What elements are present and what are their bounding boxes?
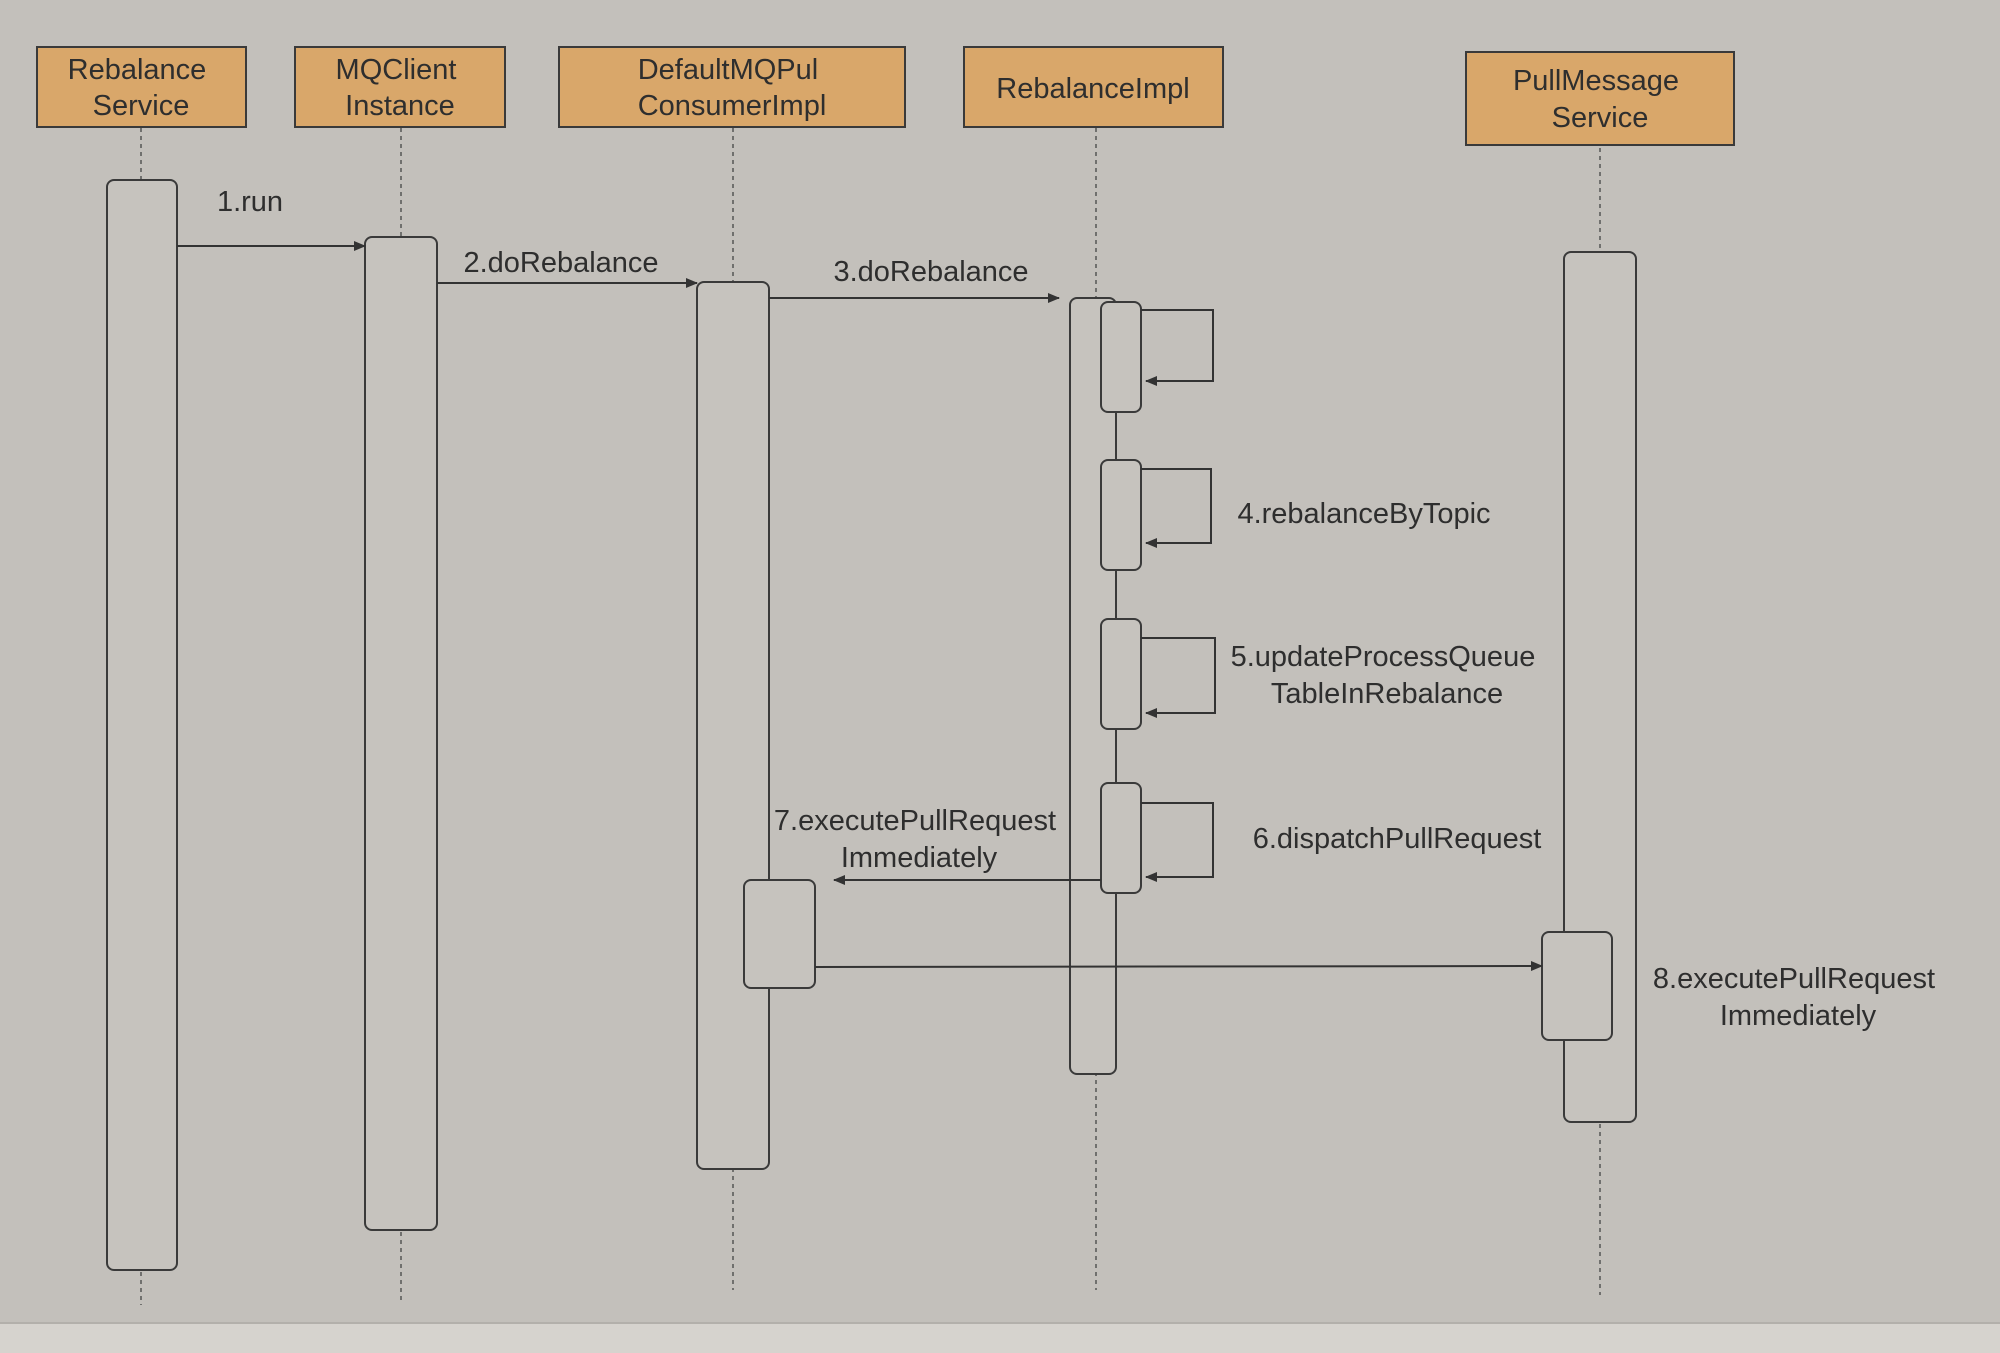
lifelines [140, 128, 1601, 1305]
bottom-strip [0, 1323, 2000, 1353]
message-label-msg-8-line: Immediately [1720, 1000, 1877, 1032]
participant-box [963, 46, 1224, 128]
nested-activation-rebalance-impl-4 [1100, 782, 1142, 894]
message-label-msg-3: 3.doRebalance [833, 256, 1028, 288]
svg-text:RebalanceImpl: RebalanceImpl [996, 73, 1189, 105]
participant-default-mq-pull-consumer-impl: DefaultMQPul ConsumerImpl [558, 46, 906, 128]
participant-rebalance-service: Rebalance Service [36, 46, 247, 128]
svg-text:MQClient Instance: MQClient Instance [336, 54, 465, 122]
activations [106, 179, 1637, 1271]
participant-box [1465, 51, 1735, 146]
participant-label-line: Rebalance [68, 54, 207, 86]
participant-label-line: PullMessage [1513, 65, 1679, 97]
svg-text:7.executePullRequest Imm: 7.executePullRequest Immediately [774, 805, 1064, 874]
participant-rebalance-impl: RebalanceImpl [963, 46, 1224, 128]
message-label-msg-7-line: Immediately [841, 842, 998, 874]
activation-rebalance-service [106, 179, 178, 1271]
participant-label-line: Service [1552, 102, 1649, 134]
participant-label-line: Service [93, 90, 190, 122]
participant-label-line: DefaultMQPul [638, 54, 819, 86]
nested-activation-rebalance-impl-2 [1100, 459, 1142, 571]
svg-text:5.updateProcessQueue Tab: 5.updateProcessQueue TableInRebalance [1231, 641, 1544, 710]
participant-label-line: RebalanceImpl [996, 73, 1189, 105]
nested-activation-rebalance-impl-3 [1100, 618, 1142, 730]
svg-text:8.executePullRequest Imm: 8.executePullRequest Immediately [1653, 963, 1943, 1032]
participant-box [558, 46, 906, 128]
nested-activation-rebalance-impl-1 [1100, 301, 1142, 413]
participant-label-line: MQClient [336, 54, 457, 86]
arrow-self-call-1 [1141, 309, 1214, 386]
activation-pull-message-service [1563, 251, 1637, 1123]
nested-activation-default-mq-pull-consumer-impl [743, 879, 816, 989]
participant-box [294, 46, 506, 128]
svg-text:DefaultMQPul ConsumerImp: DefaultMQPul ConsumerImpl [638, 54, 827, 122]
arrow-msg-5 [1141, 637, 1216, 718]
message-label-msg-4: 4.rebalanceByTopic [1237, 498, 1490, 530]
arrow-msg-4 [1141, 468, 1212, 548]
message-label-msg-5-line: 5.updateProcessQueue [1231, 641, 1536, 673]
nested-activation-pull-message-service [1541, 931, 1613, 1041]
participant-mqclient-instance: MQClient Instance [294, 46, 506, 128]
participant-label-line: ConsumerImpl [638, 90, 827, 122]
participant-box [36, 46, 247, 128]
svg-text:PullMessage Service: PullMessage Service [1513, 65, 1687, 134]
message-label-msg-1: 1.run [217, 186, 283, 218]
activation-mqclient-instance [364, 236, 438, 1231]
arrow-msg-6 [1141, 802, 1214, 882]
participant-label-line: Instance [345, 90, 455, 122]
svg-text:Rebalance Service: Rebalance Service [68, 54, 215, 122]
message-arrows [177, 241, 1543, 972]
message-label-msg-2: 2.doRebalance [463, 247, 658, 279]
arrow-msg-8 [814, 961, 1543, 972]
participant-pull-message-service: PullMessage Service [1465, 51, 1735, 146]
message-label-msg-7-line: 7.executePullRequest [774, 805, 1056, 837]
message-label-msg-6: 6.dispatchPullRequest [1253, 823, 1542, 855]
message-labels: 1.run 2.doRebalance 3.doRebalance 4.reba… [217, 186, 1943, 1032]
activation-default-mq-pull-consumer-impl [696, 281, 770, 1170]
message-label-msg-8-line: 8.executePullRequest [1653, 963, 1935, 995]
message-label-msg-5-line: TableInRebalance [1271, 678, 1503, 710]
